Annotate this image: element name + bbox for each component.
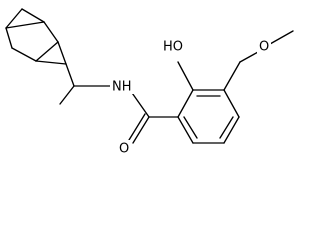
label-halo <box>161 38 185 54</box>
atom-labels: NH HO O O <box>110 38 271 157</box>
bond <box>239 51 259 63</box>
bond <box>129 89 150 118</box>
bond <box>35 41 59 62</box>
bond <box>5 8 23 29</box>
label-halo <box>117 140 131 156</box>
bond <box>132 116 150 144</box>
substituents <box>177 30 294 91</box>
bond <box>219 116 234 139</box>
bond <box>11 47 37 62</box>
bond <box>5 27 13 49</box>
bond <box>223 89 240 118</box>
bond <box>177 116 194 144</box>
label-halo <box>257 38 271 54</box>
norbornane-ring <box>5 8 67 65</box>
bond <box>223 61 241 91</box>
bond <box>59 85 75 105</box>
bond <box>65 63 75 87</box>
ethyl-linker <box>59 63 150 118</box>
bond <box>43 21 59 43</box>
bond <box>57 41 67 65</box>
bond <box>35 60 67 65</box>
bond <box>21 8 45 23</box>
carbonyl-oxygen-label: O <box>119 142 129 157</box>
benzene-ring <box>177 89 240 144</box>
chemical-structure-diagram: NH HO O O <box>5 8 294 157</box>
ether-oxygen-label: O <box>259 40 269 55</box>
bond <box>183 116 198 139</box>
bond <box>177 61 194 91</box>
bond <box>177 89 194 118</box>
bond <box>223 116 240 144</box>
label-halo <box>110 78 134 94</box>
bond <box>5 21 45 29</box>
amide-carbonyl <box>128 113 179 144</box>
nh-label: NH <box>112 80 132 95</box>
hydroxyl-label: HO <box>163 40 183 55</box>
bond <box>128 113 146 141</box>
bond <box>269 30 294 45</box>
